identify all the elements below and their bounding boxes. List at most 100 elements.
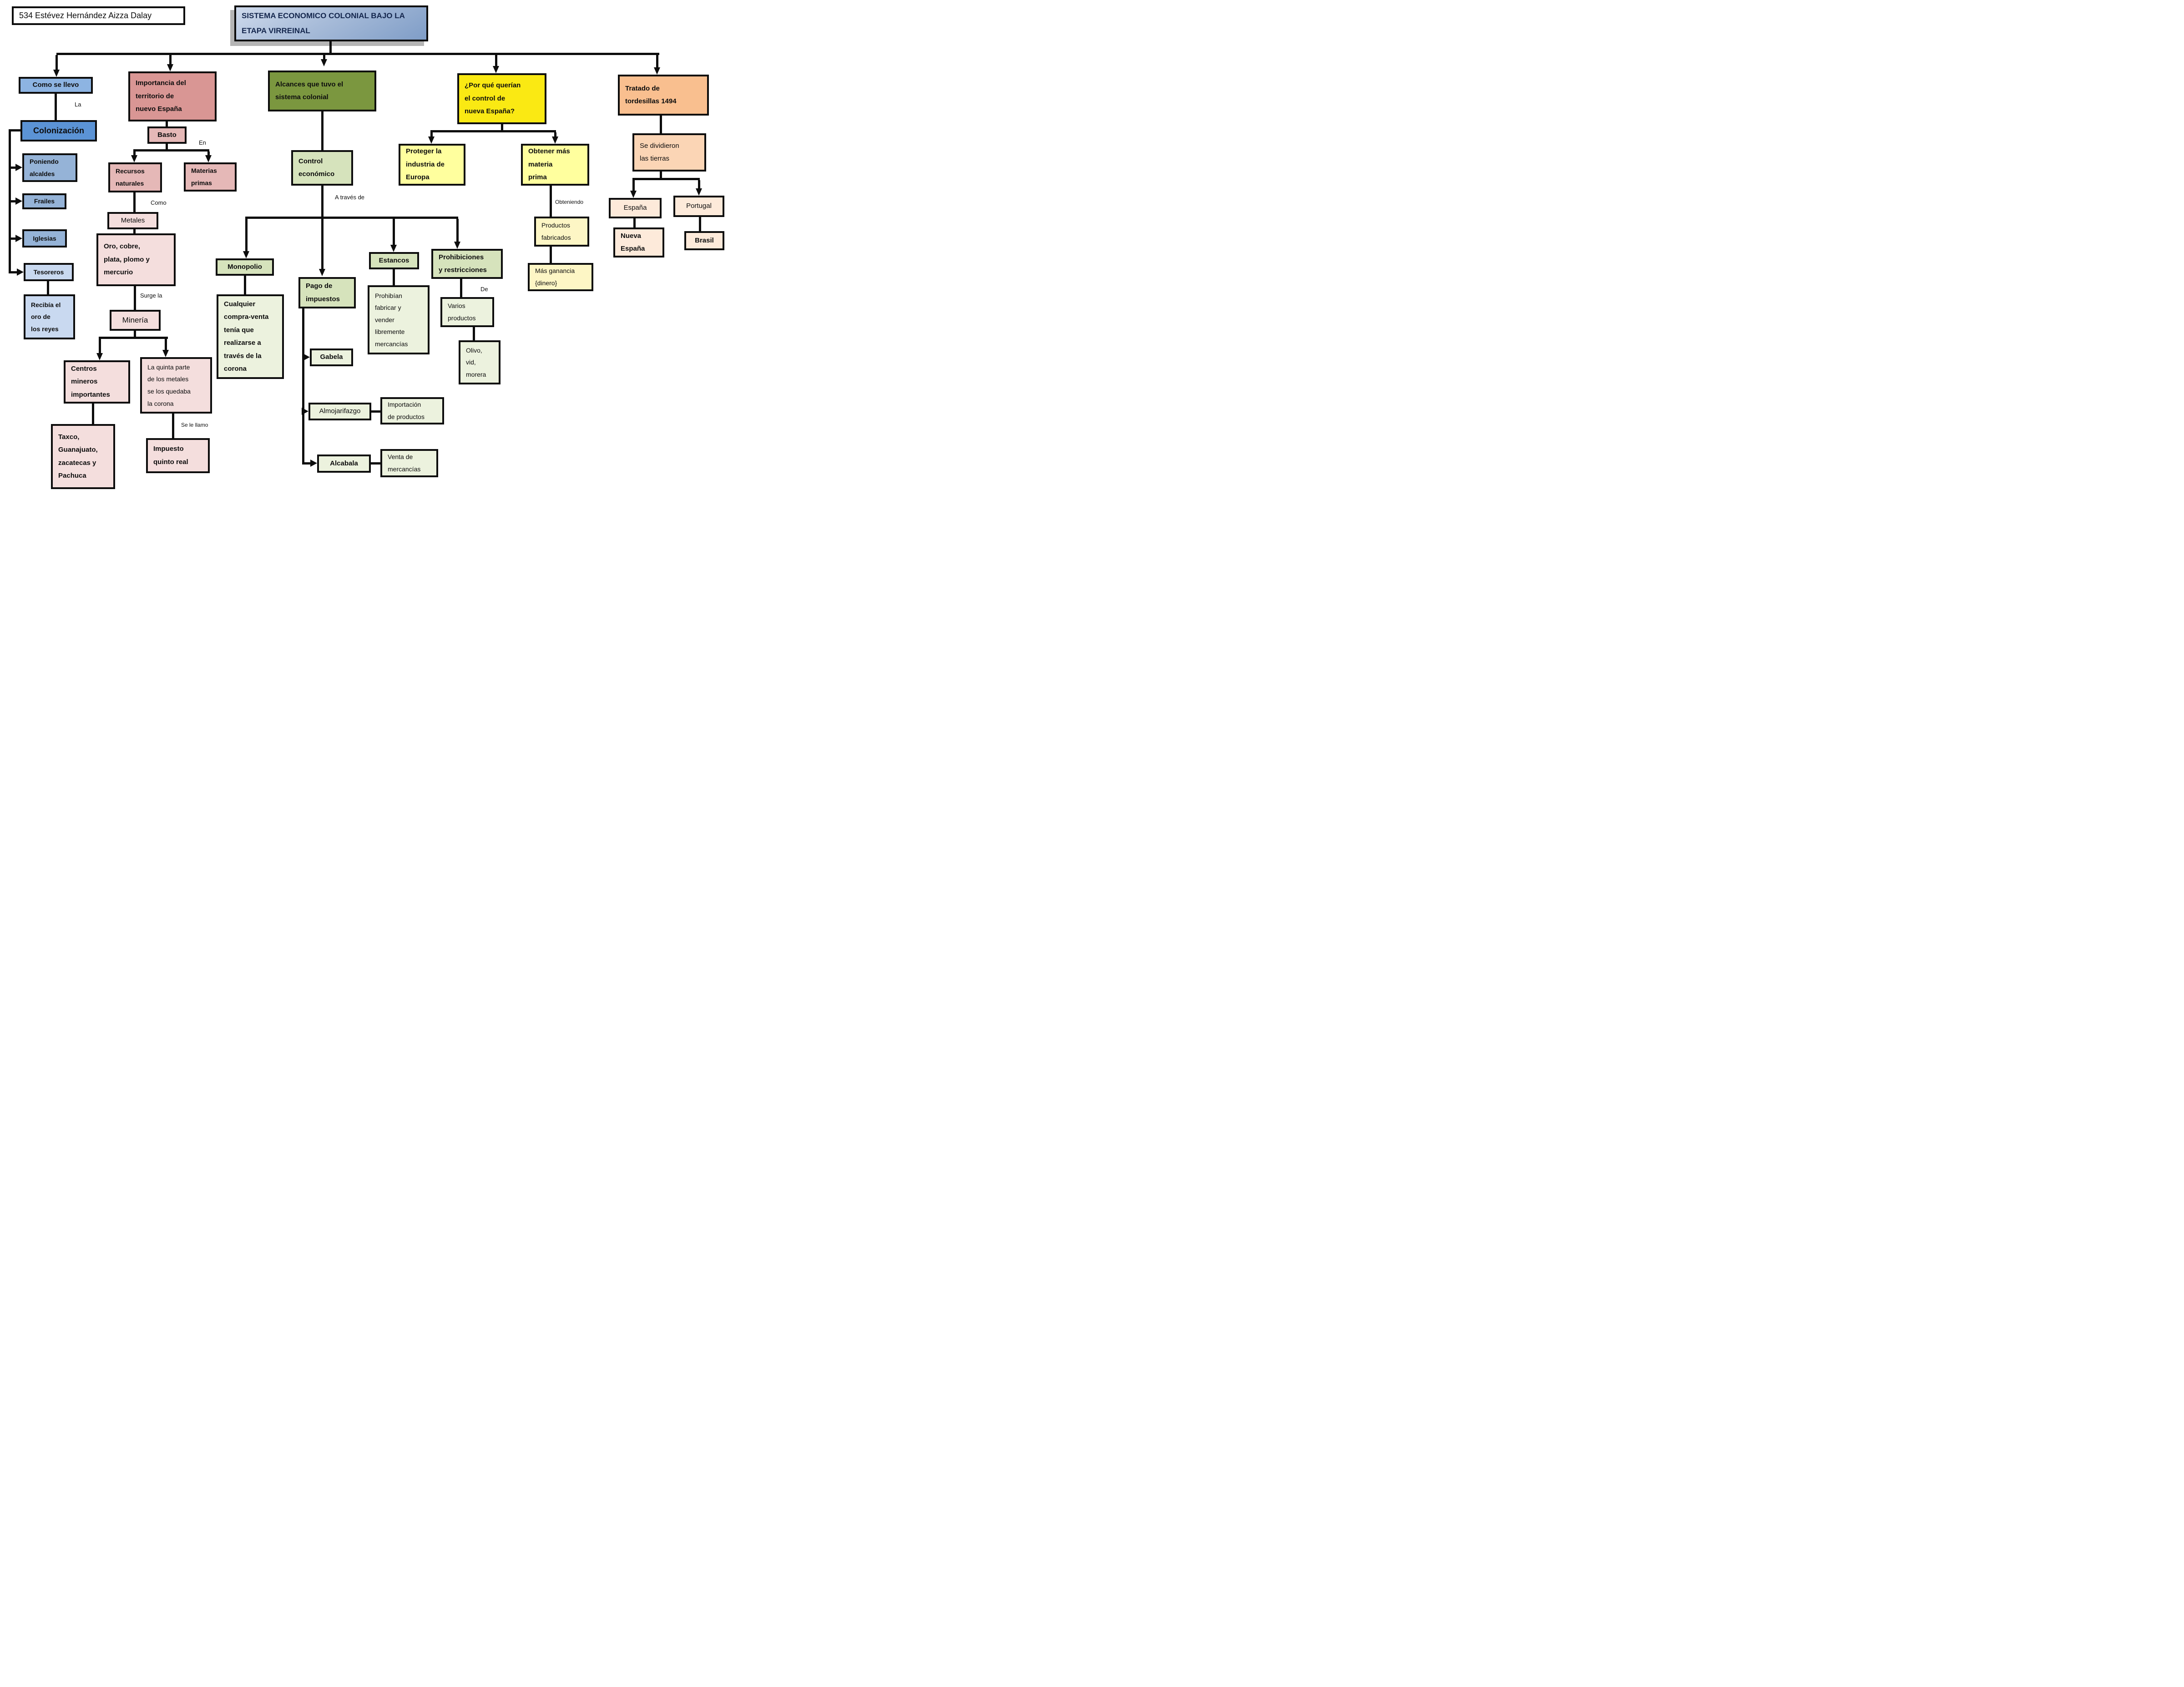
- node-poniendo-alcaldes: Poniendo alcaldes: [22, 153, 77, 182]
- connector: [501, 124, 503, 131]
- node-prohibiciones: Prohibiciones y restricciones: [431, 249, 503, 279]
- connector: [633, 218, 636, 227]
- arrowhead: [131, 155, 137, 162]
- arrowhead: [319, 269, 325, 276]
- arrowhead: [321, 59, 327, 66]
- edge-label-de: De: [480, 286, 488, 293]
- connector: [172, 414, 174, 438]
- node-oro-cobre: Oro, cobre, plata, plomo y mercurio: [96, 233, 176, 286]
- connector: [56, 53, 659, 55]
- node-monopolio: Monopolio: [216, 258, 274, 276]
- node-prohibian-fabricar: Prohibían fabricar y vender libremente m…: [368, 285, 430, 354]
- edge-label-en: En: [199, 139, 206, 146]
- node-gabela: Gabela: [310, 349, 353, 366]
- node-porque-control: ¿Por qué querían el control de nueva Esp…: [457, 73, 546, 124]
- connector: [699, 217, 701, 231]
- node-tratado-tordesillas: Tratado de tordesillas 1494: [618, 75, 709, 116]
- arrowhead: [15, 164, 22, 171]
- connector: [133, 149, 209, 152]
- connector: [321, 111, 324, 150]
- arrowhead: [493, 66, 499, 73]
- student-name-box: 534 Estévez Hernández Aizza Dalay: [12, 6, 185, 25]
- connector: [371, 462, 380, 465]
- node-frailes: Frailes: [22, 193, 66, 209]
- edge-label-obteniendo: Obteniendo: [555, 199, 584, 205]
- arrowhead: [243, 251, 249, 258]
- arrowhead: [428, 136, 435, 144]
- connector: [166, 121, 168, 126]
- node-tesoreros: Tesoreros: [24, 263, 74, 281]
- connector: [632, 178, 700, 180]
- arrowhead: [167, 64, 173, 71]
- edge-label-la: La: [75, 101, 81, 108]
- connector: [550, 186, 552, 217]
- connector: [473, 327, 475, 340]
- connector: [92, 404, 94, 424]
- node-pago-impuestos: Pago de impuestos: [298, 277, 356, 308]
- root-title-box: SISTEMA ECONOMICO COLONIAL BAJO LA ETAPA…: [234, 5, 428, 41]
- node-como-se-llevo: Como se llevo: [19, 77, 93, 94]
- connector: [393, 219, 395, 245]
- node-materias-primas: Materias primas: [184, 162, 237, 192]
- edge-label-se-le-llamo: Se le llamo: [181, 422, 208, 428]
- arrowhead: [15, 197, 22, 205]
- connector: [430, 132, 433, 137]
- node-centros-mineros: Centros mineros importantes: [64, 360, 130, 404]
- node-importancia-territorio: Importancia del territorio de nuevo Espa…: [128, 71, 217, 121]
- connector: [323, 55, 325, 60]
- arrowhead: [53, 70, 60, 77]
- node-importacion-productos: Importación de productos: [380, 397, 444, 424]
- connector: [245, 219, 248, 252]
- arrowhead: [15, 235, 22, 242]
- connector: [698, 180, 700, 189]
- arrowhead: [96, 353, 103, 360]
- node-recibia-oro: Recibía el oro de los reyes: [24, 294, 75, 339]
- connector: [133, 229, 136, 233]
- connector: [550, 247, 552, 263]
- arrowhead: [654, 67, 660, 75]
- node-impuesto-quinto-real: Impuesto quinto real: [146, 438, 210, 473]
- node-alcances: Alcances que tuvo el sistema colonial: [268, 71, 376, 111]
- connector: [47, 281, 49, 294]
- connector: [244, 276, 246, 294]
- edge-label-a-traves-de: A través de: [335, 194, 365, 201]
- connector: [495, 55, 497, 66]
- connector: [133, 192, 136, 212]
- connector: [660, 116, 662, 133]
- node-mineria: Minería: [110, 310, 161, 331]
- connector: [371, 410, 380, 413]
- node-mas-ganancia: Más ganancia {dinero}: [528, 263, 593, 291]
- edge-label-surge-la: Surge la: [140, 292, 162, 299]
- node-almojarifazgo: Almojarifazgo: [308, 403, 371, 420]
- connector: [55, 94, 57, 120]
- connector: [10, 129, 21, 131]
- node-se-dividieron-tierras: Se dividieron las tierras: [632, 133, 706, 172]
- node-recursos-naturales: Recursos naturales: [108, 162, 162, 192]
- connector: [99, 337, 168, 339]
- node-portugal: Portugal: [673, 196, 724, 217]
- node-control-economico: Control económico: [291, 150, 353, 186]
- arrowhead: [303, 354, 310, 361]
- node-espana: España: [609, 198, 662, 218]
- connector: [660, 172, 662, 179]
- connector: [133, 152, 136, 156]
- arrowhead: [310, 460, 317, 467]
- arrowhead: [205, 155, 212, 162]
- node-alcabala: Alcabala: [317, 455, 371, 473]
- arrowhead: [552, 136, 558, 144]
- connector: [169, 55, 172, 65]
- node-olivo-vid-morera: Olivo, vid, morera: [459, 340, 500, 384]
- arrowhead: [302, 408, 308, 415]
- connector: [302, 462, 311, 465]
- concept-map-canvas: 534 Estévez Hernández Aizza Dalay SISTEM…: [0, 0, 728, 562]
- connector: [9, 200, 17, 202]
- connector: [656, 55, 658, 68]
- connector: [207, 152, 210, 156]
- connector: [56, 55, 58, 71]
- arrowhead: [630, 191, 637, 198]
- arrowhead: [17, 268, 24, 276]
- node-proteger-industria: Proteger la industria de Europa: [399, 144, 465, 186]
- arrowhead: [454, 242, 460, 249]
- node-nueva-espana: Nueva España: [613, 227, 664, 258]
- node-colonizacion: Colonización: [20, 120, 97, 141]
